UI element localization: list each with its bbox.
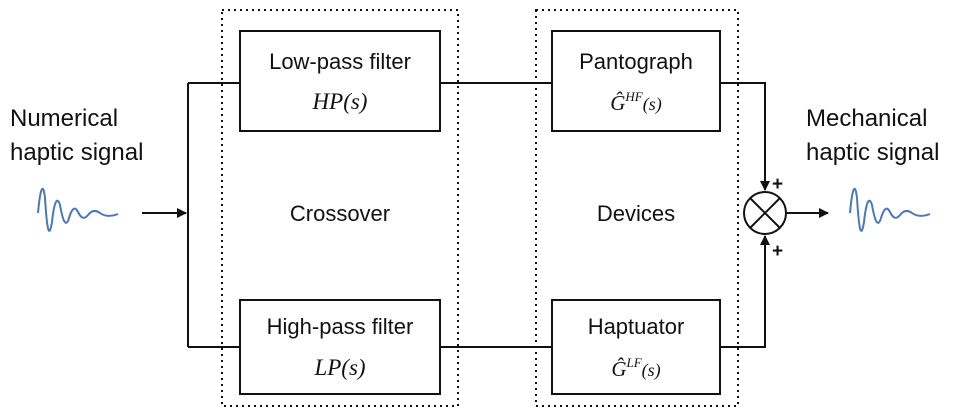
haptuator-title: Haptuator (588, 314, 685, 339)
sum-top-sign: + (772, 174, 783, 195)
crossover-label: Crossover (290, 201, 390, 226)
summing-junction-icon (743, 191, 787, 235)
haptuator-transfer-function: ĜLF(s) (611, 355, 660, 381)
sum-bottom-sign: + (772, 241, 783, 262)
low-pass-filter-block (239, 30, 441, 132)
devices-group-border (535, 9, 739, 407)
pantograph-block (551, 30, 721, 132)
high-pass-title: High-pass filter (267, 314, 414, 339)
output-waveform-icon (849, 187, 931, 232)
wire-haptuator-to-sum (720, 235, 770, 348)
high-pass-transfer-function: LP(s) (313, 355, 365, 380)
crossover-group-border (221, 9, 459, 407)
high-pass-filter-block (239, 299, 441, 395)
low-pass-title: Low-pass filter (269, 49, 411, 74)
input-waveform-icon (37, 187, 119, 232)
devices-label: Devices (597, 201, 675, 226)
low-pass-transfer-function: HP(s) (312, 89, 368, 114)
haptuator-block (551, 299, 721, 395)
output-label-line2: haptic signal (806, 139, 939, 166)
input-label-line1: Numerical (10, 105, 118, 132)
wire-pantograph-to-sum (720, 82, 770, 191)
output-label-line1: Mechanical (806, 105, 927, 132)
pantograph-transfer-function: ĜHF(s) (610, 89, 662, 115)
input-label-line2: haptic signal (10, 139, 143, 166)
pantograph-title: Pantograph (579, 49, 693, 74)
